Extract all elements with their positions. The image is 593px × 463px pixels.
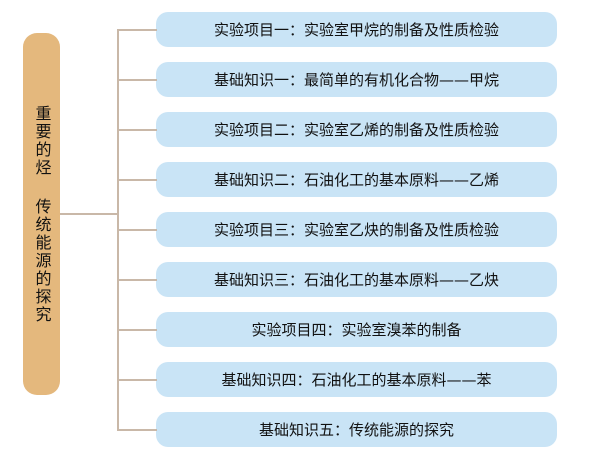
root-connector bbox=[60, 213, 118, 215]
branch-connector bbox=[117, 129, 157, 131]
branch-connector bbox=[117, 329, 157, 331]
branch-node: 基础知识二：石油化工的基本原料——乙烯 bbox=[156, 162, 557, 197]
branch-node: 基础知识五：传统能源的探究 bbox=[156, 412, 557, 447]
branch-node: 实验项目四：实验室溴苯的制备 bbox=[156, 312, 557, 347]
branch-node: 基础知识四：石油化工的基本原料——苯 bbox=[156, 362, 557, 397]
root-node-label: 重要的烃 传统能源的探究 bbox=[32, 104, 52, 324]
branch-node: 基础知识三：石油化工的基本原料——乙炔 bbox=[156, 262, 557, 297]
branch-node: 实验项目三：实验室乙炔的制备及性质检验 bbox=[156, 212, 557, 247]
branch-node: 基础知识一：最简单的有机化合物——甲烷 bbox=[156, 62, 557, 97]
branch-connector bbox=[117, 79, 157, 81]
branch-connector bbox=[117, 429, 157, 431]
root-node: 重要的烃 传统能源的探究 bbox=[23, 33, 60, 395]
branch-connector bbox=[117, 179, 157, 181]
branch-connector bbox=[117, 379, 157, 381]
branch-node: 实验项目一：实验室甲烷的制备及性质检验 bbox=[156, 12, 557, 47]
branch-connector bbox=[117, 279, 157, 281]
branch-connector bbox=[117, 29, 157, 31]
branch-node: 实验项目二：实验室乙烯的制备及性质检验 bbox=[156, 112, 557, 147]
branch-connector bbox=[117, 229, 157, 231]
